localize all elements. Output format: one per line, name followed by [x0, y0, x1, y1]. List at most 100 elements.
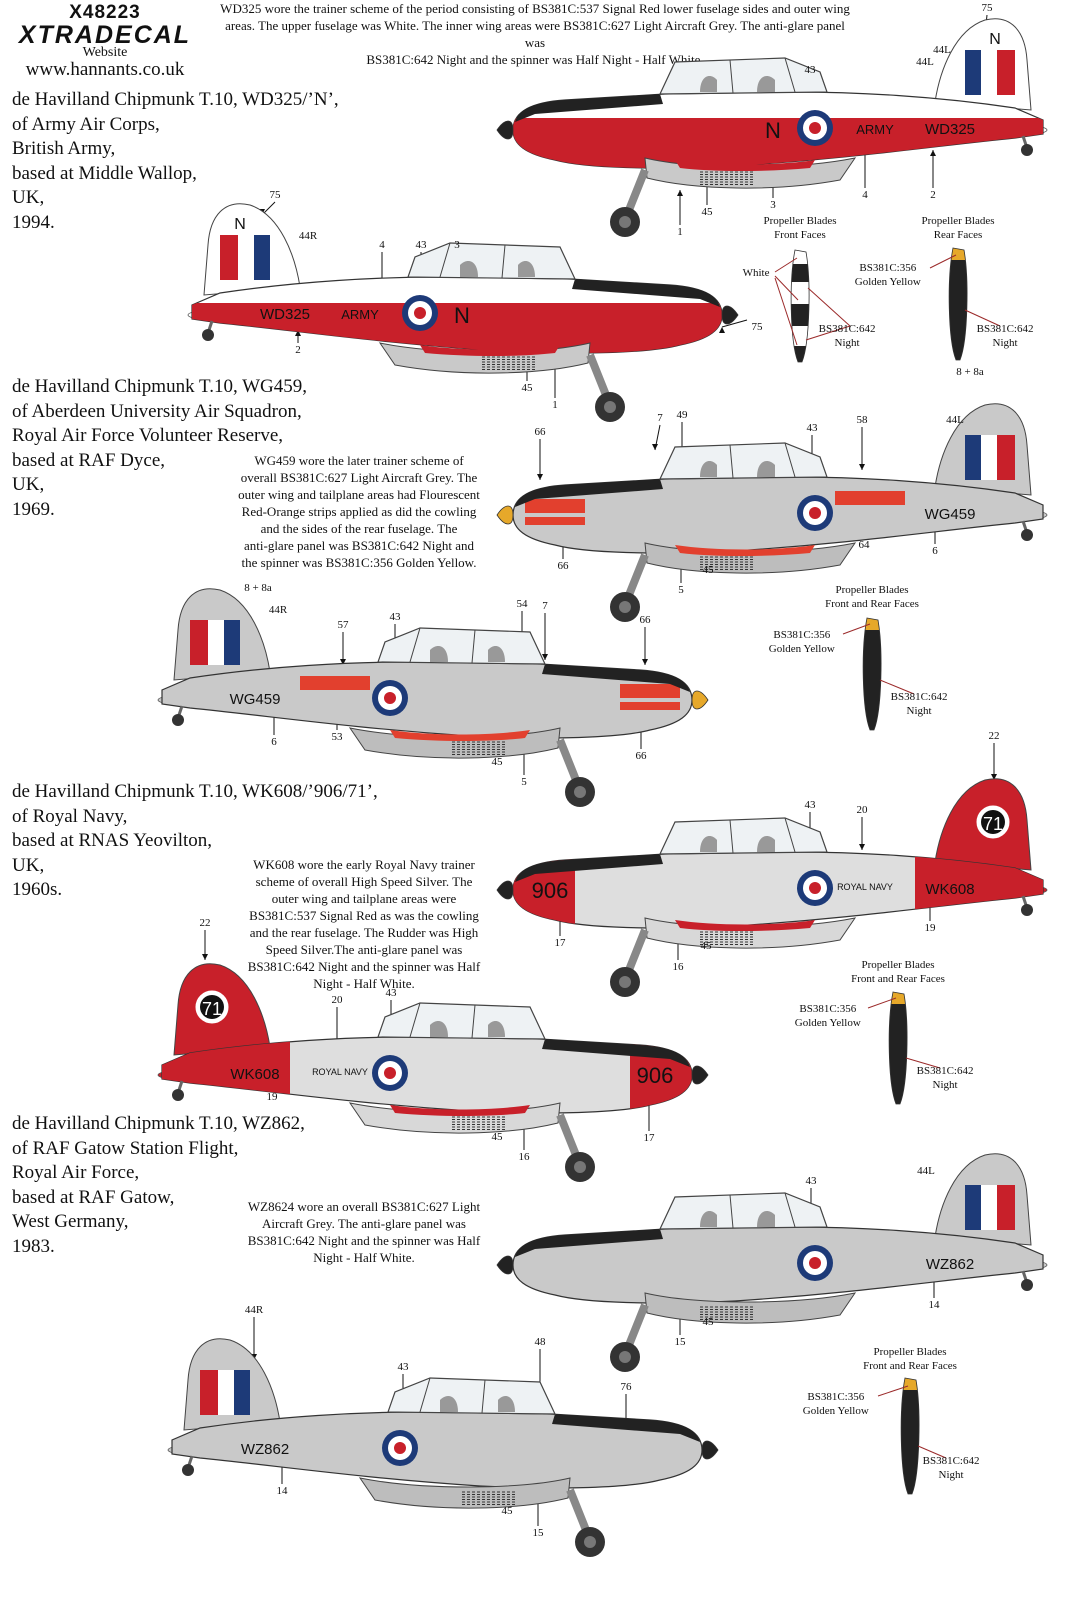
wing [358, 1477, 571, 1509]
propeller-color-label-line: BS381C:356 [799, 1003, 857, 1015]
propeller-title-line: Front and Rear Faces [825, 598, 919, 610]
callout-number: 43 [389, 611, 401, 623]
callout-number: 45 [491, 1131, 503, 1143]
callout-number: 14 [276, 1485, 288, 1497]
callout-number: 44R [268, 604, 288, 616]
propeller-color-label-line: BS381C:356 [859, 262, 917, 274]
callout-number: 2 [930, 189, 936, 201]
scheme-title-line: 1994. [12, 211, 55, 233]
callout-number: 45 [501, 1505, 513, 1517]
callout-number: 48 [534, 1336, 546, 1348]
main-gear-leg [623, 1303, 649, 1352]
scheme-description-line: BS381C:642 Night and the spinner was Hal… [366, 52, 704, 67]
fin-code-letter: N [989, 31, 1001, 48]
callout-number: 6 [932, 545, 938, 557]
callout-number: 17 [643, 1132, 655, 1144]
roundel [797, 110, 833, 146]
tail-wheel [172, 714, 184, 726]
xtradecal-logo: X48223 XTRADECAL Website www.hannants.co… [15, 2, 195, 80]
scheme-title-line: 1983. [12, 1235, 55, 1257]
anti-glare-panel [515, 854, 663, 882]
callout-number: 43 [804, 64, 816, 76]
propeller-color-label-line: Golden Yellow [794, 1017, 861, 1029]
callout-number: 66 [635, 750, 647, 762]
scheme-title-line: West Germany, [12, 1211, 129, 1232]
roundel [382, 1430, 418, 1466]
callout-number: 17 [554, 937, 566, 949]
anti-glare-panel [542, 1039, 690, 1067]
propeller-title-line: Propeller Blades [921, 215, 995, 227]
propeller-color-label-line: Night [834, 337, 860, 349]
anti-glare-panel [542, 664, 690, 692]
scheme-title-line: de Havilland Chipmunk T.10, WG459, [12, 376, 308, 397]
anti-glare-panel [515, 1229, 663, 1257]
callout-number: 57 [337, 619, 349, 631]
serial-marking: WG459 [925, 506, 976, 523]
propeller-title-line: Rear Faces [933, 229, 983, 241]
scheme-description-line: BS381C:537 Signal Red as was the cowling [249, 908, 479, 923]
scheme-title-line: 1969. [12, 498, 55, 520]
color-leader [774, 275, 799, 301]
canopy [659, 57, 828, 95]
callout-number: 75 [981, 2, 993, 14]
main-gear-leg [566, 1488, 592, 1537]
scheme-description-line: outer wing and tailplane areas were [271, 891, 457, 906]
aircraft-profile: WG459 [157, 588, 709, 807]
tail-wheel [1021, 904, 1033, 916]
callout-number: 3 [454, 239, 460, 251]
propeller-color-label-line: BS381C:356 [773, 629, 831, 641]
callout-number: 22 [988, 730, 1000, 742]
callout-number: 43 [397, 1361, 409, 1373]
scheme-description-line: WG459 wore the later trainer scheme of [254, 453, 464, 468]
serial-marking: WK608 [230, 1066, 279, 1083]
spinner [496, 120, 514, 140]
tail-wheel [202, 329, 214, 341]
scheme-title: de Havilland Chipmunk T.10, WZ862,of RAF… [12, 1112, 305, 1259]
scheme-description-line: BS381C:642 Night and the spinner was Hal… [247, 959, 481, 974]
main-gear-leg [586, 353, 612, 402]
callout-number: 53 [331, 731, 343, 743]
unit-marking: ARMY [856, 122, 894, 137]
spinner [721, 305, 739, 325]
propeller-color-label-line: Night [992, 337, 1018, 349]
serial-marking: WD325 [260, 306, 310, 323]
propeller-title-line: Propeller Blades [835, 584, 909, 596]
tail-wheel [1021, 1279, 1033, 1291]
aircraft-profile: WZ862 [496, 1153, 1048, 1372]
callout-number: 49 [676, 409, 688, 421]
callout-number: 66 [557, 560, 569, 572]
website-url[interactable]: www.hannants.co.uk [25, 59, 185, 80]
tail-wheel [1021, 144, 1033, 156]
serial-marking: WZ862 [241, 1441, 289, 1458]
callout-number: 4 [862, 189, 868, 201]
scheme-title-line: 1960s. [12, 879, 63, 900]
anti-glare-panel [552, 1414, 700, 1442]
spinner [691, 1065, 709, 1085]
scheme-description-line: the spinner was BS381C:356 Golden Yellow… [241, 555, 477, 570]
unit-marking: ARMY [341, 307, 379, 322]
tail-wheel [1021, 529, 1033, 541]
spinner [496, 505, 514, 525]
main-gear-leg [556, 738, 582, 787]
propeller-title-line: Propeller Blades [861, 959, 935, 971]
callout-number: 3 [770, 199, 776, 211]
spinner [496, 880, 514, 900]
callout-number: 16 [518, 1151, 530, 1163]
canopy [377, 1002, 546, 1040]
callout-number: 75 [269, 189, 281, 201]
callout-number: 2 [295, 344, 301, 356]
scheme-description-line: BS381C:642 Night and the spinner was Hal… [247, 1233, 481, 1248]
main-gear-leg [556, 1113, 582, 1162]
